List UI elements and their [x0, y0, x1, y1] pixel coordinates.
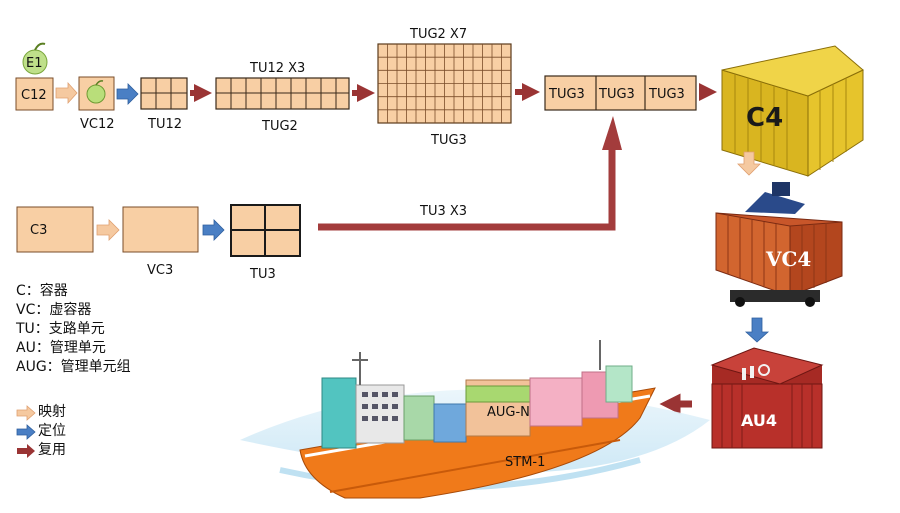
legend-item-mux: 复用	[16, 441, 66, 460]
tu3-connector-arrowhead	[602, 116, 622, 150]
vc3-box	[122, 206, 199, 253]
legend-def-c: C：容器	[16, 283, 68, 299]
legend-def-vc: VC：虚容器	[16, 302, 92, 318]
tu12-label: TU12	[147, 117, 182, 132]
tu12-box	[140, 77, 188, 110]
tu3-box	[230, 204, 301, 257]
ship-illustration	[240, 340, 710, 499]
legend-def-au: AU：管理单元	[16, 340, 106, 356]
legend-label-align: 定位	[38, 423, 66, 439]
tug2-box	[215, 77, 350, 110]
apple-icon	[22, 42, 48, 75]
map-arrow-icon	[16, 404, 36, 421]
legend-arrows: 映射 定位 复用	[16, 403, 66, 460]
tug2-x7-label: TUG2 X7	[409, 27, 467, 42]
map-arrow-c3	[96, 219, 120, 241]
tug2-label: TUG2	[261, 119, 298, 134]
tu3-mux-connector	[318, 148, 616, 231]
mux-arrow-icon	[17, 443, 35, 458]
align-arrow-vc4	[744, 317, 770, 343]
tug3-triple-box	[544, 75, 697, 111]
legend-def-tu: TU：支路单元	[16, 321, 105, 337]
c3-box	[16, 206, 94, 253]
legend-def-aug: AUG：管理单元组	[16, 359, 131, 375]
legend-label-mux: 复用	[38, 442, 66, 458]
map-arrow-c4	[737, 151, 761, 176]
legend-item-align: 定位	[16, 422, 66, 441]
tug3-cell-3: TUG3	[648, 87, 685, 102]
tu12-x3-label: TU12 X3	[249, 61, 305, 76]
tu3-label: TU3	[249, 267, 276, 282]
legend-label-map: 映射	[38, 404, 66, 420]
vc4-label: VC4	[765, 247, 811, 271]
tu3-x3-label: TU3 X3	[419, 204, 467, 219]
legend-definitions: C：容器 VC：虚容器 TU：支路单元 AU：管理单元 AUG：管理单元组	[16, 282, 131, 377]
tug3-label: TUG3	[430, 133, 467, 148]
align-arrow-vc12	[116, 83, 139, 105]
c12-label: C12	[21, 88, 47, 103]
aug-n-label: AUG-N	[487, 405, 530, 420]
au4-container	[710, 347, 824, 449]
vc3-label: VC3	[147, 263, 173, 278]
apple-icon	[86, 80, 106, 104]
tug3-cell-2: TUG3	[598, 87, 635, 102]
c3-label: C3	[30, 223, 47, 238]
align-arrow-icon	[16, 423, 36, 440]
stm1-label: STM-1	[505, 455, 545, 470]
vc4-container	[715, 182, 843, 307]
c4-container	[721, 45, 864, 177]
c12-box	[15, 77, 54, 111]
vc12-label: VC12	[80, 117, 115, 132]
legend-item-map: 映射	[16, 403, 66, 422]
au4-label: AU4	[741, 411, 777, 430]
align-arrow-vc3	[202, 219, 225, 241]
e1-label: E1	[26, 56, 43, 71]
tug3-grid	[377, 43, 512, 124]
c4-label: C4	[746, 103, 783, 133]
tug3-cell-1: TUG3	[548, 87, 585, 102]
map-arrow-c12	[55, 81, 78, 105]
